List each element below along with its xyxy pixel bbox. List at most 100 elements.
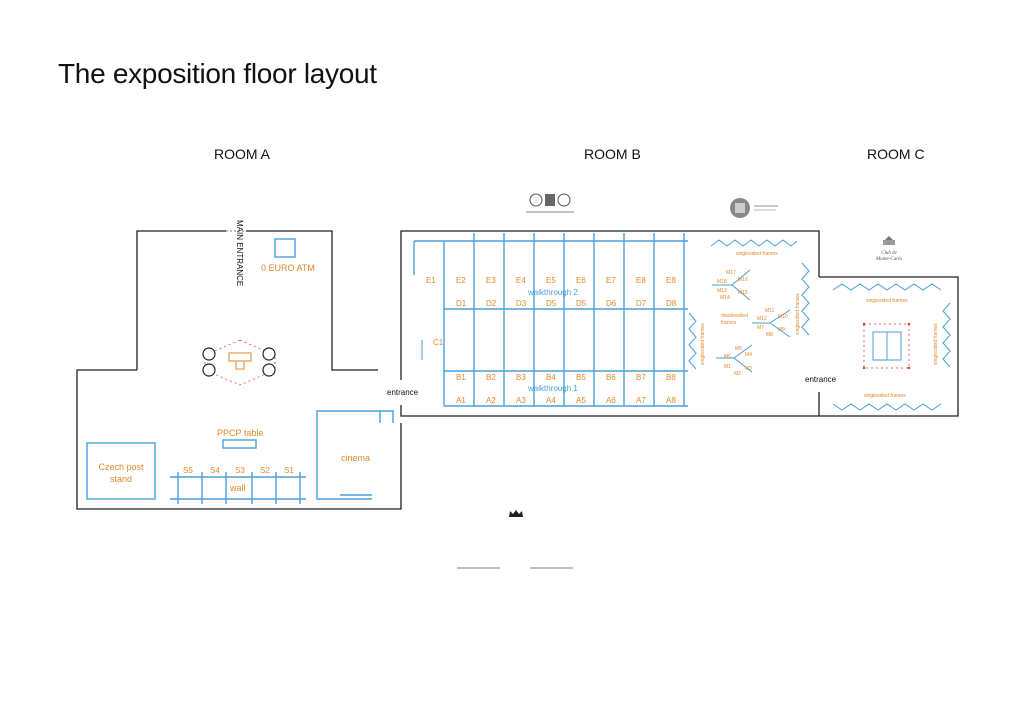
- zigzag-frames-2: [710, 239, 798, 247]
- doublesided-label-1: doublesided: [721, 313, 748, 319]
- stand-a7: A7: [636, 396, 646, 405]
- stand-m13: M13: [717, 288, 727, 294]
- stand-m3: M3: [745, 366, 752, 372]
- logo-monte-carlo-icon: Club de Monte-Carlo: [875, 236, 903, 262]
- stand-b7: B7: [636, 373, 646, 382]
- stand-d6: D6: [606, 299, 617, 308]
- stand-d8: D8: [666, 299, 677, 308]
- crown-icon: [509, 510, 523, 517]
- stand-m12: M12: [757, 316, 767, 322]
- stand-a5: A5: [576, 396, 586, 405]
- stand-m11: M11: [765, 308, 775, 314]
- stand-e8: E8: [636, 276, 646, 285]
- stand-e1: E1: [426, 276, 436, 285]
- row-b-labels: B1 B2 B3 B4 B5 B6 B7 B8: [456, 373, 676, 382]
- stand-s2: S2: [260, 466, 270, 475]
- stand-a4: A4: [546, 396, 556, 405]
- ppcp-table-label: PPCP table: [217, 428, 263, 438]
- zigzag-frames-3: [801, 262, 810, 336]
- stand-d7: D7: [636, 299, 647, 308]
- stand-c1: C1: [433, 338, 444, 347]
- svg-text:Monte-Carlo: Monte-Carlo: [875, 257, 903, 262]
- logo-stamp-icon: [730, 198, 778, 218]
- stand-s5: S5: [183, 466, 193, 475]
- stand-m9: M9: [778, 327, 785, 333]
- singlesided-frames-label-b2: singlesided frames: [736, 251, 778, 257]
- stand-m5: M5: [735, 346, 742, 352]
- stand-e4: E4: [516, 276, 526, 285]
- cinema-walls: [316, 410, 394, 500]
- doublesided-label-2: frames: [721, 320, 737, 326]
- walkthrough-2-label: walkthrough 2: [527, 288, 578, 297]
- stand-d1: D1: [456, 299, 467, 308]
- stand-d2: D2: [486, 299, 497, 308]
- room-b-entrance-label: entrance: [387, 388, 419, 397]
- room-a-walls: [76, 230, 402, 510]
- room-c-display-icon: [862, 322, 911, 370]
- zigzag-frames-c3: [942, 302, 951, 368]
- room-c-label: ROOM C: [867, 146, 925, 162]
- stand-m4: M4: [745, 352, 752, 358]
- room-c-walls: [819, 276, 959, 417]
- atm-icon: [274, 238, 296, 258]
- stand-e7: E7: [606, 276, 616, 285]
- stand-m16: M16: [738, 277, 748, 283]
- m-labels: M17 M18 M16 M13 M15 M14 M11 M12 M10 M7 M…: [717, 270, 788, 377]
- stand-a6: A6: [606, 396, 616, 405]
- stand-m7: M7: [757, 325, 764, 331]
- stand-m1: M1: [724, 364, 731, 370]
- stand-s4: S4: [210, 466, 220, 475]
- row-e-labels: E1 E2 E3 E4 E5 E6 E7 E8 E8: [426, 276, 676, 285]
- stand-e5: E5: [546, 276, 556, 285]
- room-a-label: ROOM A: [214, 146, 271, 162]
- czech-post-label-1: Czech post: [98, 462, 144, 472]
- singlesided-frames-label-c2: singlesided frames: [864, 393, 906, 399]
- stand-e3: E3: [486, 276, 496, 285]
- stand-b1: B1: [456, 373, 466, 382]
- stand-e2: E2: [456, 276, 466, 285]
- central-display-icon: [202, 339, 276, 386]
- stand-m10: M10: [778, 314, 788, 320]
- stand-m18: M18: [717, 279, 727, 285]
- stand-m17: M17: [726, 270, 736, 276]
- svg-text:Club de: Club de: [881, 251, 897, 256]
- singlesided-frames-label-c1: singlesided frames: [866, 298, 908, 304]
- stand-m8: M8: [766, 332, 773, 338]
- singlesided-frames-label-c3: singlesided frames: [933, 323, 939, 365]
- doublesided-frames: [712, 269, 791, 373]
- stand-m6: M6: [724, 354, 731, 360]
- czech-post-label-2: stand: [110, 474, 132, 484]
- czech-post-stand: [86, 442, 156, 500]
- zigzag-frames-c1: [832, 283, 942, 291]
- stand-s3: S3: [235, 466, 245, 475]
- stand-d5b: D5: [576, 299, 587, 308]
- singlesided-frames-label-b1: singlesided frames: [700, 323, 706, 365]
- room-b-grid: [413, 233, 688, 407]
- room-b-label: ROOM B: [584, 146, 641, 162]
- stands-wall: [170, 472, 306, 504]
- zigzag-frames-1: [688, 312, 697, 370]
- zigzag-frames-c2: [832, 403, 942, 411]
- stand-b2: B2: [486, 373, 496, 382]
- stand-e8b: E8: [666, 276, 676, 285]
- cinema-label: cinema: [341, 453, 370, 463]
- ppcp-table: [222, 439, 257, 449]
- stand-s1: S1: [284, 466, 294, 475]
- stand-b4: B4: [546, 373, 556, 382]
- stand-a2: A2: [486, 396, 496, 405]
- stand-d5a: D5: [546, 299, 557, 308]
- atm-label: 0 EURO ATM: [261, 263, 315, 273]
- room-c-entrance-label: entrance: [805, 375, 837, 384]
- stand-a8: A8: [666, 396, 676, 405]
- stand-m2: M2: [734, 371, 741, 377]
- row-d-labels: D1 D2 D3 D5 D5 D6 D7 D8: [456, 299, 677, 308]
- logo-philatelic-club-icon: [526, 193, 574, 213]
- stand-b3: B3: [516, 373, 526, 382]
- stand-b8: B8: [666, 373, 676, 382]
- stand-m15: M15: [738, 290, 748, 296]
- stand-b5: B5: [576, 373, 586, 382]
- row-a-labels: A1 A2 A3 A4 A5 A6 A7 A8: [456, 396, 676, 405]
- walkthrough-1-label: walkthrough 1: [527, 384, 578, 393]
- stand-b6: B6: [606, 373, 616, 382]
